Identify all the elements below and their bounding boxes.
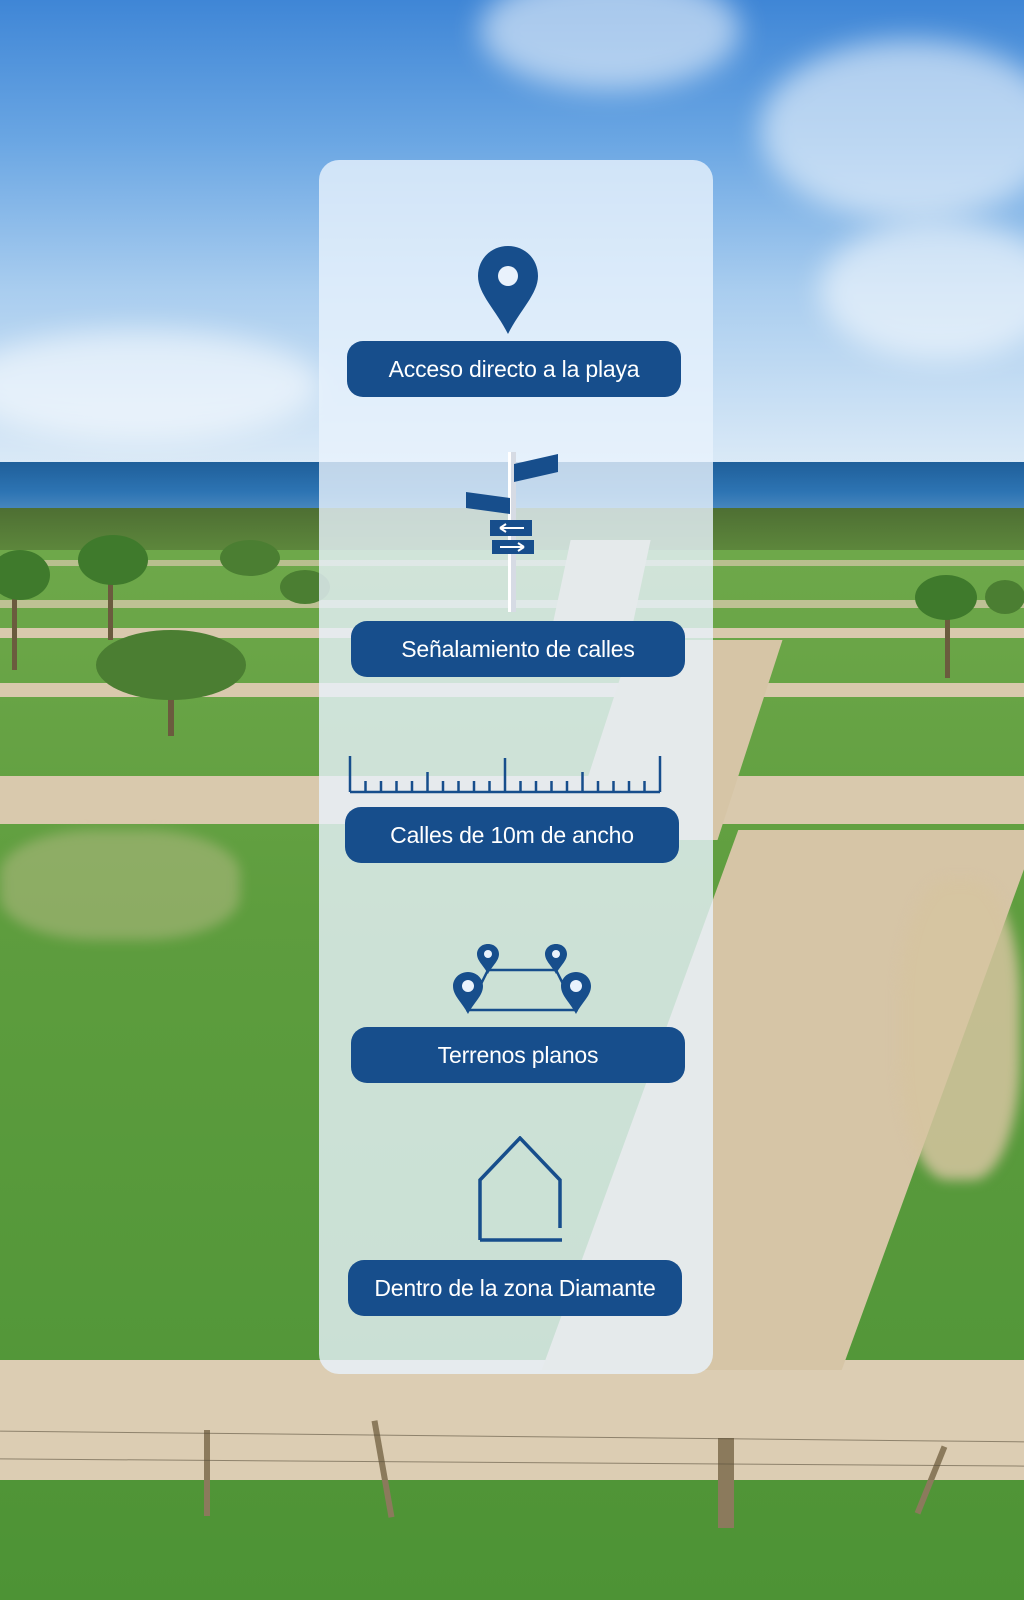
dirt-patch bbox=[900, 880, 1020, 1180]
fence-post bbox=[204, 1430, 210, 1516]
tree bbox=[96, 630, 246, 700]
tree bbox=[985, 580, 1024, 614]
palm-tree bbox=[108, 560, 113, 640]
feature-label: Acceso directo a la playa bbox=[388, 355, 640, 382]
palm-tree bbox=[915, 575, 977, 620]
dirt-patch bbox=[0, 830, 240, 940]
plot-pins-icon bbox=[453, 944, 591, 1014]
tree bbox=[168, 680, 174, 736]
cloud bbox=[760, 40, 1024, 220]
feature-pill: Acceso directo a la playa bbox=[347, 341, 681, 397]
feature-pill: Calles de 10m de ancho bbox=[345, 807, 679, 863]
tree bbox=[220, 540, 280, 576]
feature-label: Dentro de la zona Diamante bbox=[374, 1274, 656, 1301]
cloud bbox=[0, 330, 320, 440]
feature-pill: Terrenos planos bbox=[351, 1027, 685, 1083]
palm-tree bbox=[0, 550, 50, 600]
fence-post bbox=[718, 1438, 734, 1528]
palm-tree bbox=[78, 535, 148, 585]
map-pin-icon bbox=[478, 246, 538, 334]
feature-pill: Señalamiento de calles bbox=[351, 621, 685, 677]
street-sign-icon bbox=[466, 452, 558, 612]
house-outline-icon bbox=[478, 1136, 562, 1242]
palm-tree bbox=[945, 600, 950, 678]
feature-pill: Dentro de la zona Diamante bbox=[348, 1260, 682, 1316]
ruler-icon bbox=[348, 756, 662, 794]
cloud bbox=[820, 220, 1024, 360]
feature-label: Terrenos planos bbox=[437, 1041, 599, 1068]
feature-label: Calles de 10m de ancho bbox=[390, 821, 634, 848]
feature-label: Señalamiento de calles bbox=[401, 635, 635, 662]
palm-tree bbox=[12, 580, 17, 670]
